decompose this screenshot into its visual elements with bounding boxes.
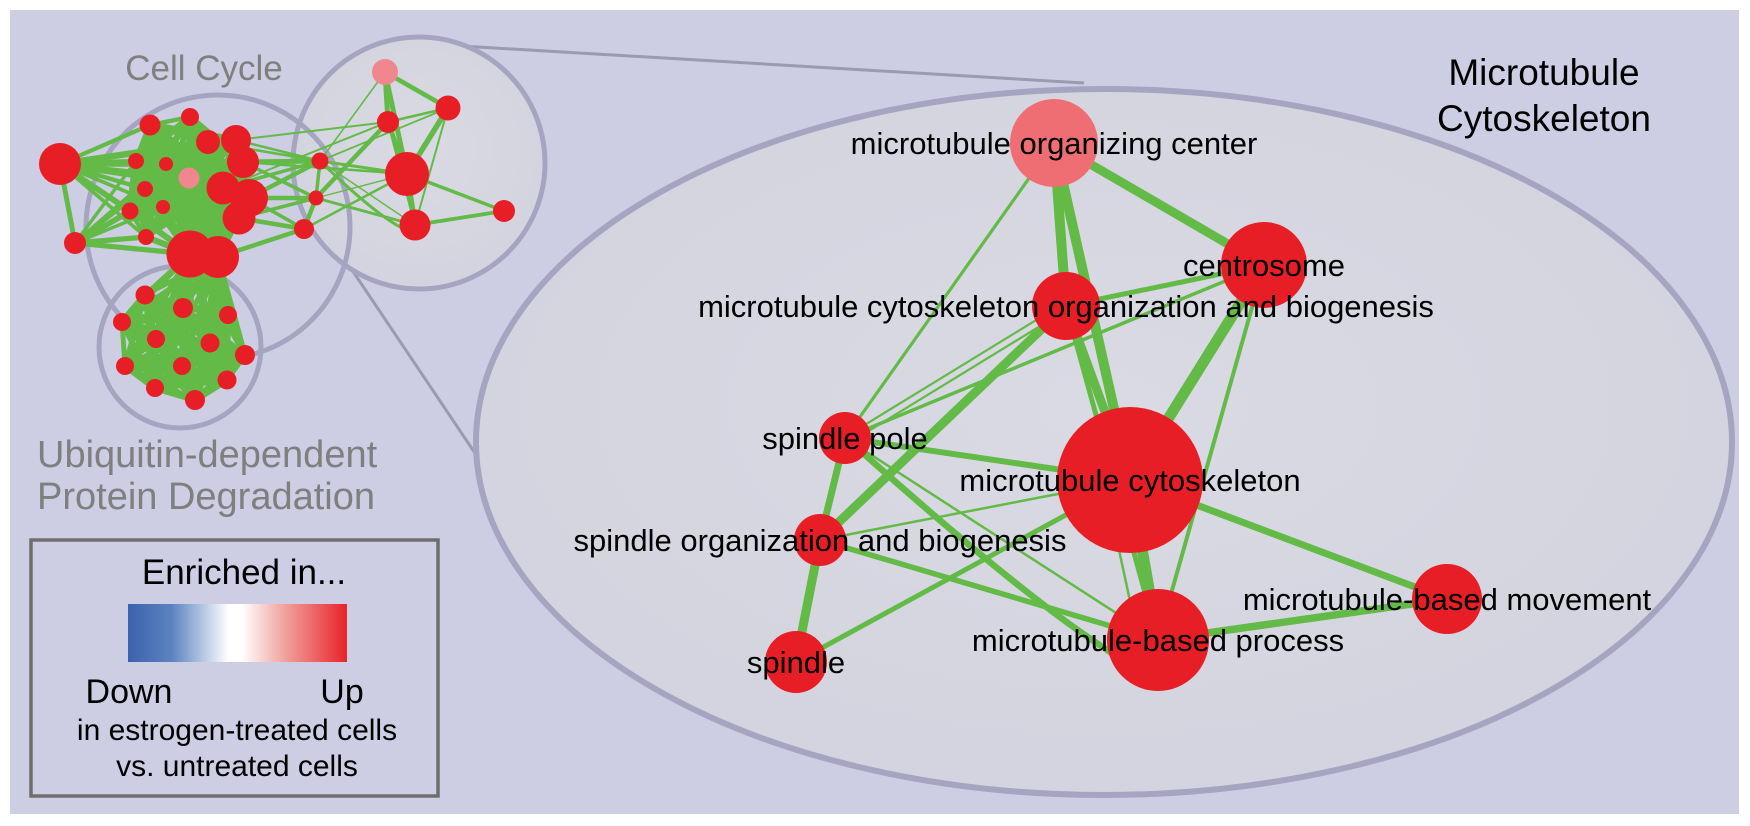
svg-text:spindle: spindle	[747, 645, 845, 680]
svg-text:spindle pole: spindle pole	[762, 421, 927, 456]
svg-text:vs. untreated cells: vs. untreated cells	[116, 750, 358, 783]
svg-text:microtubule cytoskeleton organ: microtubule cytoskeleton organization an…	[698, 289, 1434, 324]
svg-text:Enriched in...: Enriched in...	[142, 553, 346, 592]
svg-text:Cytoskeleton: Cytoskeleton	[1437, 98, 1651, 139]
svg-text:Cell Cycle: Cell Cycle	[125, 49, 283, 88]
svg-text:microtubule-based movement: microtubule-based movement	[1243, 582, 1652, 617]
svg-text:Microtubule: Microtubule	[1448, 52, 1639, 93]
svg-text:centrosome: centrosome	[1183, 248, 1345, 283]
svg-text:microtubule cytoskeleton: microtubule cytoskeleton	[959, 463, 1300, 498]
svg-text:in estrogen-treated cells: in estrogen-treated cells	[77, 714, 397, 747]
svg-text:Down: Down	[86, 673, 173, 711]
svg-text:Ubiquitin-dependent: Ubiquitin-dependent	[37, 434, 378, 476]
svg-text:microtubule-based process: microtubule-based process	[972, 623, 1344, 658]
svg-text:Protein Degradation: Protein Degradation	[37, 476, 375, 518]
svg-text:Up: Up	[320, 673, 363, 711]
svg-text:spindle organization and bioge: spindle organization and biogenesis	[574, 523, 1067, 558]
svg-text:microtubule organizing center: microtubule organizing center	[851, 126, 1258, 161]
